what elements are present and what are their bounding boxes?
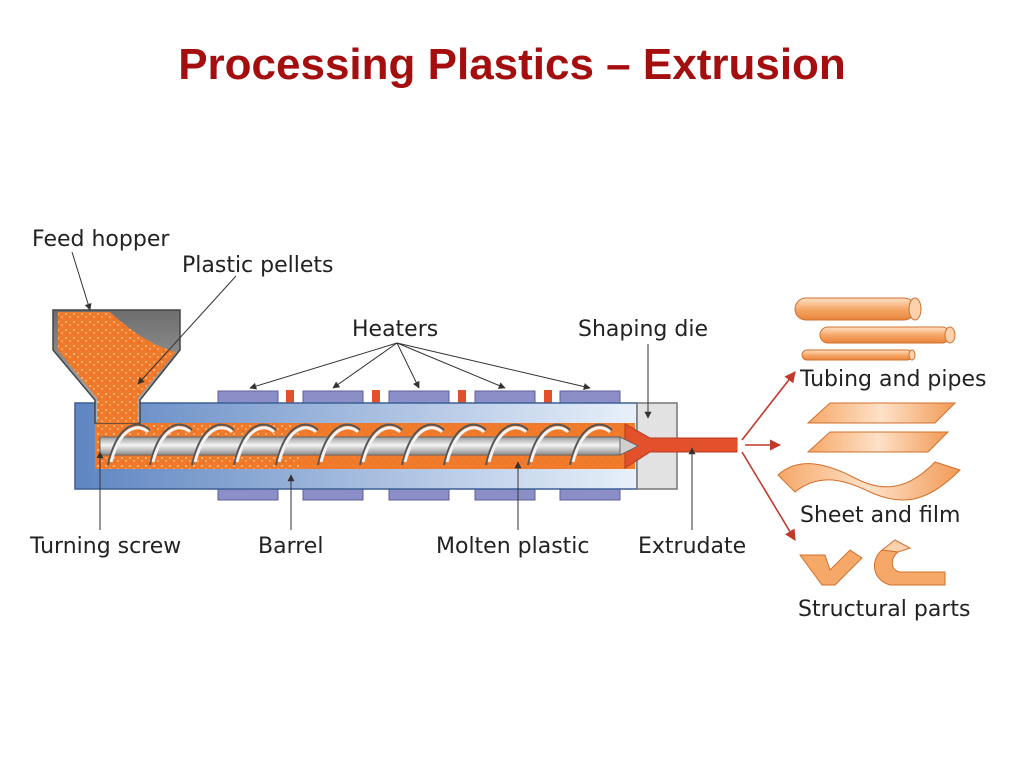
label-feed-hopper: Feed hopper [32,227,170,252]
extrudate [677,440,737,450]
label-extrudate: Extrudate [638,534,746,559]
leader-lines [71,251,696,530]
page-title: Processing Plastics – Extrusion [178,40,846,89]
label-turning-screw: Turning screw [29,534,181,559]
tubing-products [794,297,956,361]
label-molten-plastic: Molten plastic [436,534,590,559]
label-barrel: Barrel [258,534,323,559]
output-arrows [741,371,796,541]
label-shaping-die: Shaping die [578,317,708,342]
label-sheet-and-film: Sheet and film [800,503,960,528]
heaters-top [217,390,621,404]
feed-hopper [52,309,181,424]
turning-screw [99,423,640,466]
label-tubing-and-pipes: Tubing and pipes [799,367,986,392]
structural-parts [799,539,946,586]
label-plastic-pellets: Plastic pellets [182,253,334,278]
label-heaters: Heaters [352,317,438,342]
sheet-products [777,402,961,501]
heaters-bottom [217,487,621,501]
label-structural-parts: Structural parts [798,597,970,622]
